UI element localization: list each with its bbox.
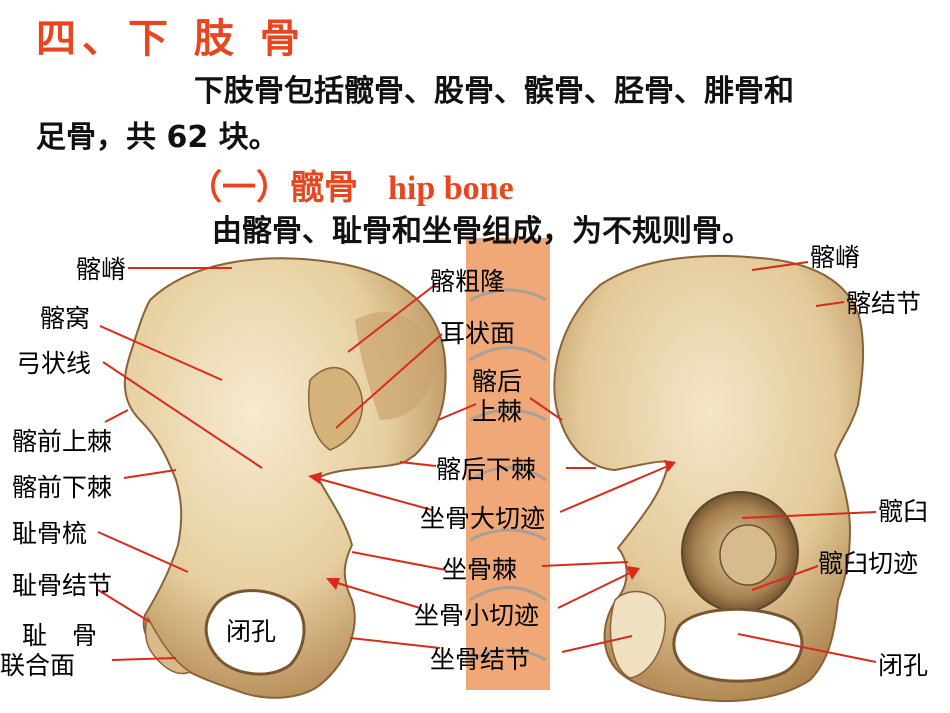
intro-line-2: 足骨，共 62 块。 [36, 120, 279, 155]
label-right-obturator: 闭孔 [878, 651, 929, 680]
section-description: 由髂骨、耻骨和坐骨组成，为不规则骨。 [212, 214, 752, 249]
label-left-iliac-crest: 髂嵴 [76, 255, 127, 284]
label-auricular-surface: 耳状面 [440, 319, 516, 348]
label-acetabulum: 髋臼 [878, 497, 929, 526]
left-symphysis-surface [144, 616, 192, 675]
label-psis-2: 上棘 [472, 397, 523, 426]
label-posterior-inferior-spine: 髂后下棘 [436, 455, 537, 484]
left-auricular-surface [308, 366, 364, 451]
section-heading-en: hip bone [388, 170, 514, 207]
label-ischial-spine: 坐骨棘 [442, 555, 518, 584]
label-left-arcuate-line: 弓状线 [16, 349, 92, 378]
acetabular-fossa [719, 524, 777, 586]
label-left-pecten: 耻骨梳 [12, 519, 88, 548]
leader-lines [97, 261, 877, 663]
label-left-obturator: 闭孔 [226, 617, 277, 646]
right-ischial-tuberosity [609, 590, 667, 679]
label-left-iliac-fossa: 髂窝 [40, 304, 91, 333]
label-psis-1: 髂后 [472, 367, 523, 396]
label-left-asis: 髂前上棘 [12, 427, 113, 456]
section-heading-cn: （一）髋骨 [188, 168, 358, 208]
arrowheads [308, 460, 676, 590]
strip-texture [469, 288, 547, 662]
label-iliac-tubercle: 髂结节 [846, 289, 922, 318]
left-obturator-foramen [204, 589, 306, 676]
section-heading: （一）髋骨 hip bone [188, 160, 514, 209]
right-obturator-foramen [672, 607, 804, 683]
label-acetabular-notch: 髋臼切迹 [818, 549, 919, 578]
label-left-aiis: 髂前下棘 [12, 473, 113, 502]
label-ischial-tuberosity: 坐骨结节 [430, 645, 531, 674]
label-right-iliac-crest: 髂嵴 [810, 243, 861, 272]
label-iliac-tuberosity: 髂粗隆 [430, 267, 506, 296]
background-strip [466, 238, 550, 690]
intro-line-1: 下肢骨包括髋骨、股骨、髌骨、胫骨、腓骨和 [194, 74, 794, 109]
label-lesser-sciatic-notch: 坐骨小切迹 [414, 601, 540, 630]
label-greater-sciatic-notch: 坐骨大切迹 [420, 504, 546, 533]
label-left-symphysis-1: 耻 骨 [22, 621, 98, 650]
label-left-symphysis-2: 联合面 [0, 651, 76, 680]
label-left-pubic-tubercle: 耻骨结节 [12, 571, 113, 600]
page-title: 四、下 肢 骨 [36, 16, 306, 62]
